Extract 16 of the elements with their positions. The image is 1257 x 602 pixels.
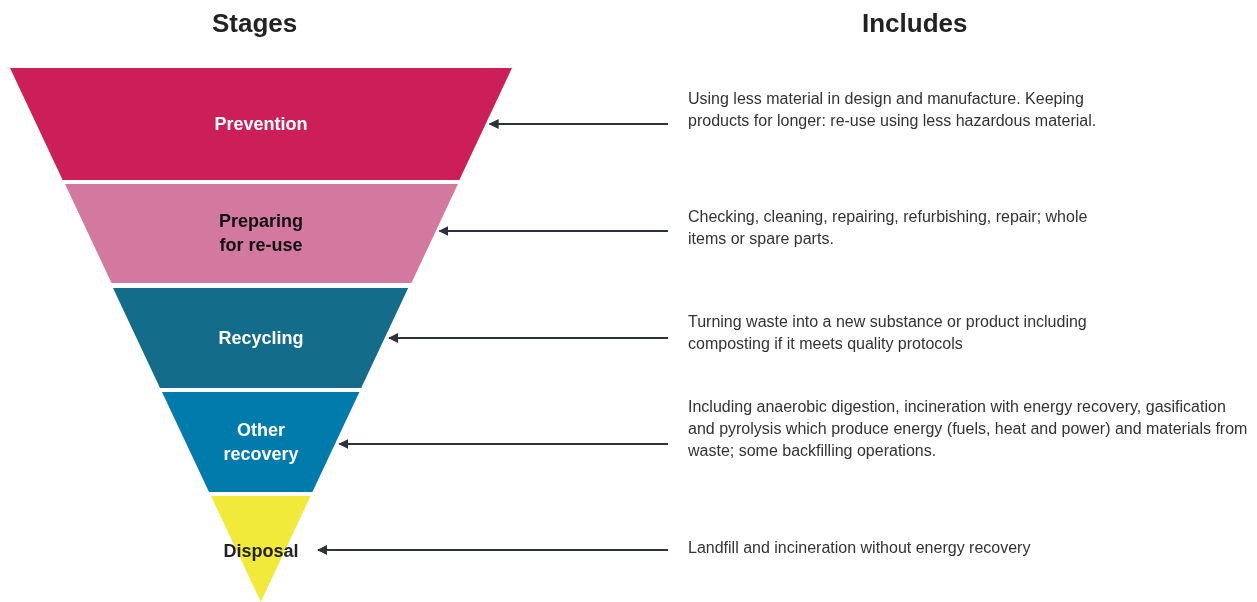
arrow xyxy=(388,333,669,343)
arrow xyxy=(438,226,669,236)
description-text: Including anaerobic digestion, incineration with energy recovery, gasification and pyrolysis which produce energy (fuels, heat and power) and materials from waste; some backfilling operations. xyxy=(688,397,1248,461)
column-heading: Stages xyxy=(212,8,298,39)
description-text: Landfill and incineration without energy recovery xyxy=(688,538,1032,558)
description-text: Using less material in design and manufacture. Keeping products for longer: re-use using less hazardous material. xyxy=(688,89,1098,131)
description-text: Checking, cleaning, repairing, refurbishing, repair; whole items or spare parts. xyxy=(688,207,1089,249)
arrow xyxy=(338,439,669,449)
stage-label: Recycling xyxy=(218,327,304,350)
arrow xyxy=(317,545,669,555)
description-text: Turning waste into a new substance or product including composting if it meets quality protocols xyxy=(688,312,1088,354)
stage-label: Other recovery xyxy=(222,419,300,466)
stage-label: Prevention xyxy=(214,113,308,136)
arrow xyxy=(488,119,669,129)
column-heading: Includes xyxy=(862,8,968,39)
stage-label: Preparing for re-use xyxy=(217,210,304,257)
